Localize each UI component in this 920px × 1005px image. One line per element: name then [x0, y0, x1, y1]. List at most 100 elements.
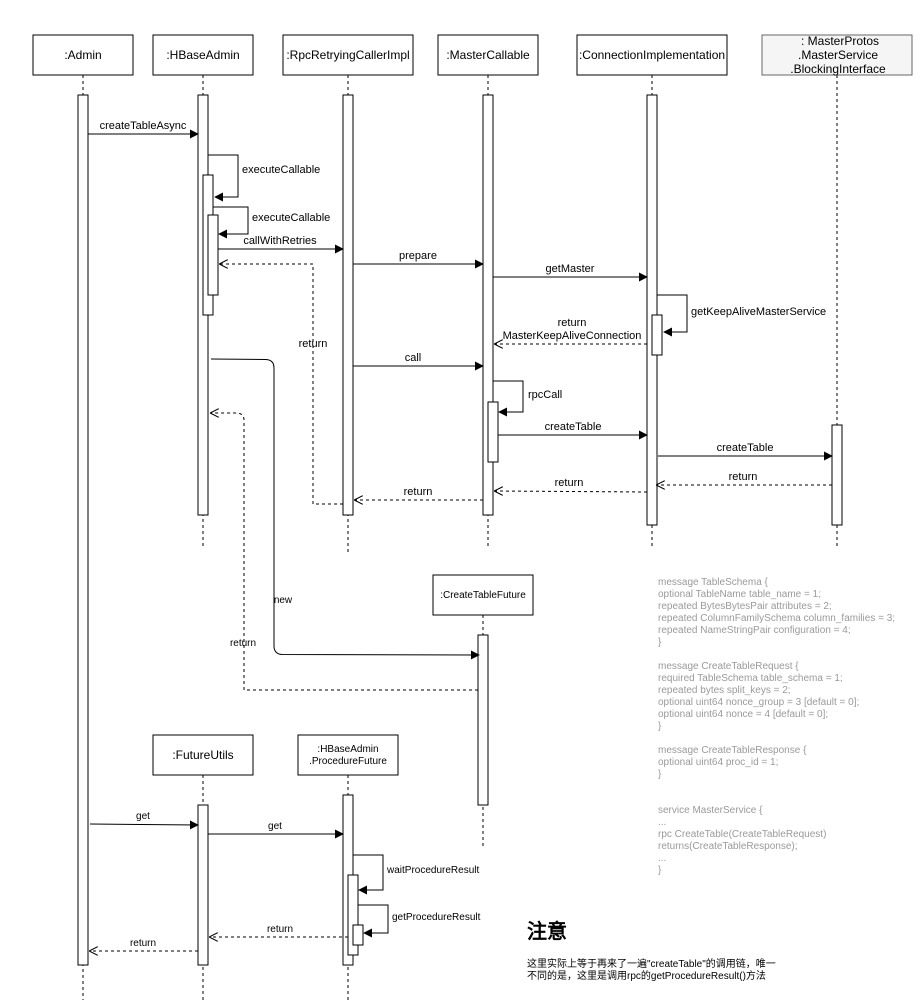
activation-procedurefuture-get: [352, 924, 364, 946]
code-line: repeated ColumnFamilySchema column_famil…: [658, 613, 895, 624]
activation-mastercallable-rpc: [487, 401, 499, 463]
msg-get-1: [89, 820, 199, 830]
label-get-procedure-result: getProcedureResult: [392, 912, 481, 923]
code-line: }: [658, 721, 662, 732]
msg-return-to-callable: [495, 491, 648, 492]
activation-rpccaller: [342, 94, 354, 516]
msg-get-keep-alive: [657, 294, 688, 337]
label-return-master-conn-1: return: [558, 317, 587, 329]
message-labels: createTableAsync executeCallable execute…: [100, 120, 827, 949]
activation-procedurefuture-wait: [347, 874, 359, 956]
participant-createtablefuture-label: :CreateTableFuture: [440, 590, 526, 601]
activation-connimpl-keepalive: [651, 314, 663, 356]
label-create-table-2: createTable: [717, 442, 774, 454]
note-title: 注意: [527, 919, 567, 943]
participant-mastercallable: :MasterCallable: [437, 34, 539, 76]
label-return-from-service: return: [729, 471, 758, 483]
participant-masterservice-label-1: : MasterProtos: [801, 34, 879, 48]
activation-mastercallable: [482, 94, 494, 516]
participant-procedurefuture-label-1: :HBaseAdmin: [317, 744, 378, 755]
participant-admin: :Admin: [32, 34, 134, 76]
label-return-to-futureutils: return: [267, 924, 293, 935]
code-line: repeated bytes split_keys = 2;: [658, 685, 791, 696]
code-line: service MasterService {: [658, 805, 763, 816]
participant-createtablefuture: :CreateTableFuture: [432, 574, 534, 616]
label-call: call: [405, 352, 422, 364]
activations: [77, 94, 843, 966]
participant-connimpl: :ConnectionImplementation: [576, 34, 728, 76]
code-line: }: [658, 865, 662, 876]
label-return-to-caller: return: [404, 486, 433, 498]
note: 注意 这里实际上等于再来了一遍"createTable"的调用链，唯一 不同的是…: [527, 919, 776, 982]
code-line: returns(CreateTableResponse);: [658, 841, 798, 852]
participant-procedurefuture: :HBaseAdmin .ProcedureFuture: [297, 734, 399, 776]
code-line: message CreateTableRequest {: [658, 661, 799, 672]
participant-admin-label: :Admin: [64, 48, 101, 62]
label-execute-callable-2: executeCallable: [252, 212, 330, 224]
lifelines: [82, 75, 838, 1000]
code-line: required TableSchema table_schema = 1;: [658, 673, 843, 684]
code-line: optional TableName table_name = 1;: [658, 589, 821, 600]
participant-futureutils: :FutureUtils: [152, 734, 254, 776]
label-get-keep-alive: getKeepAliveMasterService: [691, 306, 826, 318]
msg-return-future: [211, 413, 478, 691]
activation-futureutils: [197, 804, 209, 966]
participant-rpccaller: :RpcRetryingCallerImpl: [282, 34, 414, 76]
note-line-2: 不同的是，这里是调用rpc的getProcedureResult()方法: [527, 969, 766, 982]
participant-connimpl-label: :ConnectionImplementation: [579, 48, 725, 62]
protobuf-code-block: message TableSchema { optional TableName…: [658, 577, 895, 876]
code-line: ...: [658, 817, 666, 828]
participant-procedurefuture-label-2: .ProcedureFuture: [309, 756, 387, 767]
label-call-with-retries: callWithRetries: [243, 235, 317, 247]
label-get-master: getMaster: [546, 263, 595, 275]
label-return-future: return: [230, 638, 256, 649]
label-create-table-async: createTableAsync: [100, 120, 187, 132]
code-line: message TableSchema {: [658, 577, 769, 588]
code-line: ...: [658, 853, 666, 864]
participant-masterservice: : MasterProtos .MasterService .BlockingI…: [761, 34, 913, 76]
code-line: optional uint64 proc_id = 1;: [658, 757, 778, 768]
code-line: rpc CreateTable(CreateTableRequest): [658, 829, 826, 840]
messages: [88, 129, 833, 951]
msg-wait-procedure-result: [353, 854, 384, 895]
code-line: }: [658, 769, 662, 780]
code-line: optional uint64 nonce = 4 [default = 0];: [658, 709, 828, 720]
activation-admin: [77, 94, 89, 966]
msg-return-to-hbaseadmin: [220, 264, 343, 505]
label-create-table-1: createTable: [545, 421, 602, 433]
participant-masterservice-label-2: .MasterService: [798, 48, 878, 62]
participant-hbaseadmin: :HBaseAdmin: [152, 34, 254, 76]
msg-new: [210, 358, 480, 660]
label-prepare: prepare: [399, 250, 437, 262]
label-return-to-callable: return: [555, 477, 584, 489]
code-line: }: [658, 637, 662, 648]
msg-get-procedure-result: [358, 904, 389, 938]
participant-masterservice-label-3: .BlockingInterface: [790, 62, 886, 76]
participant-rpccaller-label: :RpcRetryingCallerImpl: [286, 48, 409, 62]
label-get-1: get: [136, 811, 150, 822]
code-line: message CreateTableResponse {: [658, 745, 807, 756]
label-wait-procedure-result: waitProcedureResult: [386, 865, 479, 876]
activation-createtablefuture: [477, 634, 489, 806]
msg-execute-callable-1: [208, 154, 239, 202]
participant-futureutils-label: :FutureUtils: [172, 748, 233, 762]
code-line: repeated NameStringPair configuration = …: [658, 625, 851, 636]
label-return-to-hbaseadmin: return: [299, 338, 328, 350]
label-get-2: get: [268, 821, 282, 832]
label-new: new: [274, 595, 293, 606]
participant-hbaseadmin-label: :HBaseAdmin: [166, 48, 239, 62]
msg-execute-callable-2: [213, 206, 249, 239]
label-execute-callable-1: executeCallable: [242, 164, 320, 176]
code-line: optional uint64 nonce_group = 3 [default…: [658, 697, 859, 708]
participant-mastercallable-label: :MasterCallable: [446, 48, 530, 62]
label-return-to-admin: return: [130, 938, 156, 949]
activation-connimpl: [646, 94, 658, 526]
activation-masterservice: [831, 424, 843, 526]
label-return-master-conn-2: MasterKeepAliveConnection: [503, 330, 642, 342]
code-line: repeated BytesBytesPair attributes = 2;: [658, 601, 832, 612]
note-line-1: 这里实际上等于再来了一遍"createTable"的调用链，唯一: [527, 957, 776, 970]
activation-hbaseadmin-exec-2: [207, 214, 219, 296]
msg-rpc-call: [493, 380, 524, 417]
label-rpc-call: rpcCall: [528, 389, 562, 401]
